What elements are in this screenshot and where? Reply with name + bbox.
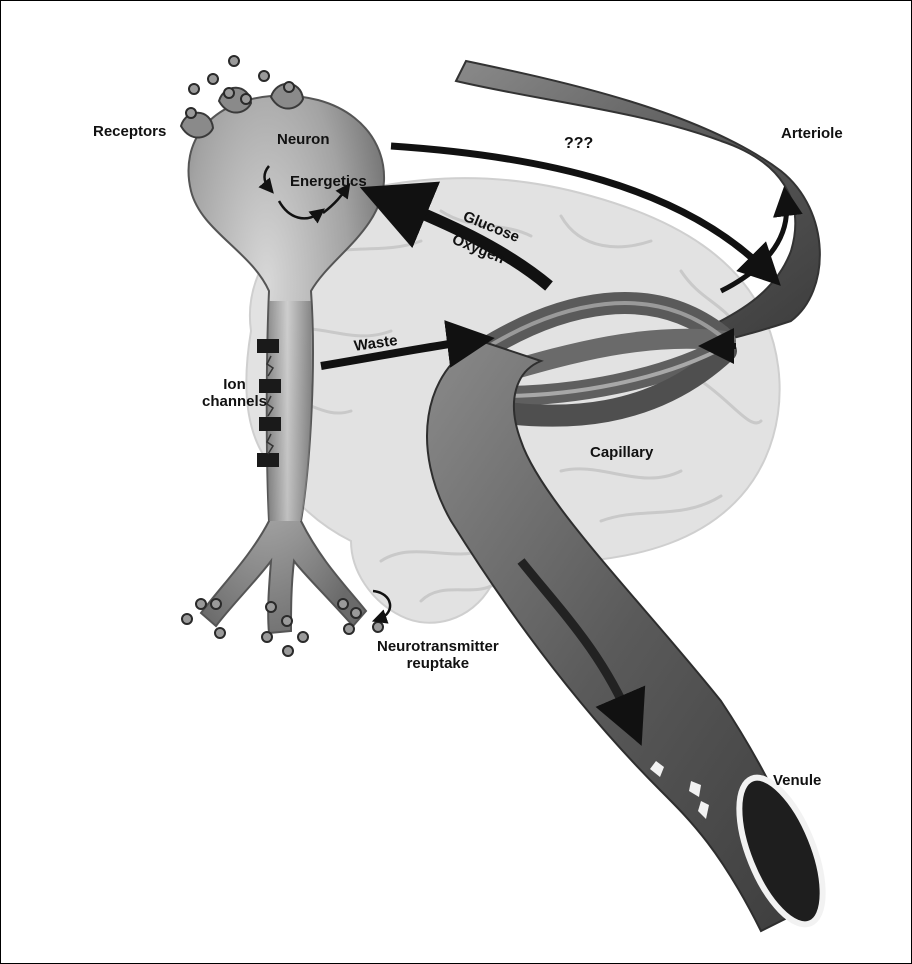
arteriole-label: Arteriole <box>781 125 843 142</box>
receptors-label: Receptors <box>93 123 166 140</box>
ion-channels-label: Ion channels <box>202 376 267 410</box>
reuptake-label-line1: Neurotransmitter <box>377 638 499 655</box>
ion-channel-4 <box>257 453 279 467</box>
ion-channels-label-line2: channels <box>202 393 267 410</box>
ion-channels-label-line1: Ion <box>202 376 267 393</box>
reuptake-label: Neurotransmitter reuptake <box>377 638 499 672</box>
neuron-label: Neuron <box>277 131 330 148</box>
reuptake-label-line2: reuptake <box>377 655 499 672</box>
capillary-label: Capillary <box>590 444 653 461</box>
energetics-label: Energetics <box>290 173 367 190</box>
venule-label: Venule <box>773 772 821 789</box>
ion-channel-1 <box>257 339 279 353</box>
question-label: ??? <box>564 135 593 152</box>
receptor-1 <box>181 113 213 138</box>
ion-channel-3 <box>259 417 281 431</box>
